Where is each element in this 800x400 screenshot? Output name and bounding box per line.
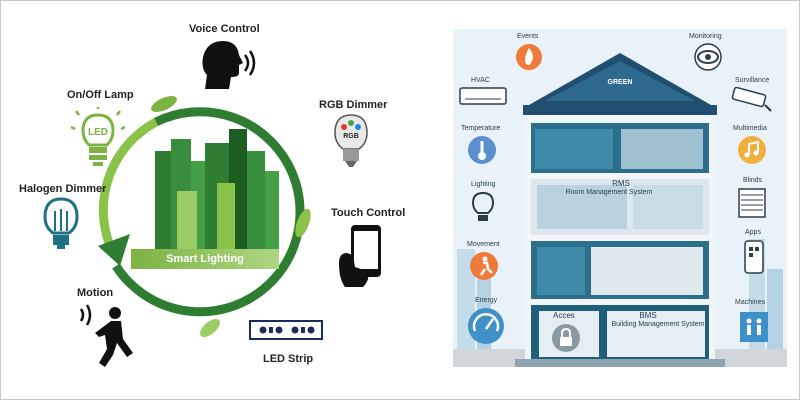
apps-phone-icon [744, 240, 764, 274]
led-strip-label: LED Strip [263, 353, 314, 365]
motion-label: Motion [77, 287, 114, 299]
leaf-icon [295, 208, 311, 238]
rgb-bulb-text: RGB [343, 133, 359, 140]
rgb-bulb-icon [334, 114, 368, 167]
hvac-icon [459, 87, 507, 105]
halogen-bulb-icon [43, 197, 79, 249]
circular-arrow [98, 107, 305, 317]
led-strip-icon [249, 320, 323, 340]
halogen-dimmer-label: Halogen Dimmer [19, 183, 107, 195]
temperature-icon [468, 136, 496, 164]
rms-subtitle: Room Management System [565, 189, 653, 196]
voice-control-label: Voice Control [189, 23, 260, 35]
building [515, 53, 725, 367]
blinds-label: Blinds [743, 177, 763, 184]
bms-title: BMS [639, 311, 657, 320]
hvac-label: HVAC [471, 77, 490, 84]
temperature-label: Temperature [461, 125, 501, 132]
led-bulb-text: LED [88, 127, 108, 138]
bms-subtitle: Building Management System [611, 321, 705, 328]
multimedia-label: Multimedia [733, 125, 767, 132]
smart-lighting-banner [131, 249, 279, 269]
movement-label: Movement [467, 241, 500, 248]
lock-icon [552, 324, 580, 352]
monitoring-label: Monitoring [689, 33, 722, 40]
lighting-bulb-icon [471, 191, 495, 221]
fire-icon [516, 44, 542, 70]
center-label: Smart Lighting [166, 253, 244, 265]
onoff-lamp-label: On/Off Lamp [67, 89, 134, 101]
movement-icon [470, 252, 498, 280]
motion-person-icon [79, 304, 133, 367]
leaf-icon [200, 319, 220, 337]
energy-gauge-icon [468, 308, 504, 344]
blinds-icon [738, 188, 766, 218]
smart-building-diagram: GREEN RMS Room Management System BMS Bui… [453, 29, 787, 367]
voice-head-icon [202, 41, 256, 89]
machines-label: Machines [735, 299, 765, 306]
camera-icon [731, 87, 772, 112]
led-lamp-icon [71, 107, 125, 166]
acces-label: Acces [553, 311, 575, 320]
events-label: Events [517, 33, 539, 40]
elevator-icon [740, 312, 768, 342]
energy-label: Energy [475, 297, 498, 304]
lighting-label: Lighting [471, 181, 496, 188]
city-skyline-icon [155, 129, 279, 251]
eye-icon [694, 43, 722, 71]
survillance-label: Survillance [735, 77, 770, 84]
touch-phone-icon [339, 225, 381, 287]
music-icon [738, 136, 766, 164]
rms-title: RMS [612, 179, 630, 188]
touch-control-label: Touch Control [331, 207, 406, 219]
leaf-icon [151, 95, 177, 113]
rgb-dimmer-label: RGB Dimmer [319, 99, 388, 111]
apps-label: Apps [745, 229, 761, 236]
smart-lighting-diagram: Smart Lighting Voice Control RGB Dimmer … [1, 1, 421, 399]
roof-sign: GREEN [607, 79, 633, 86]
